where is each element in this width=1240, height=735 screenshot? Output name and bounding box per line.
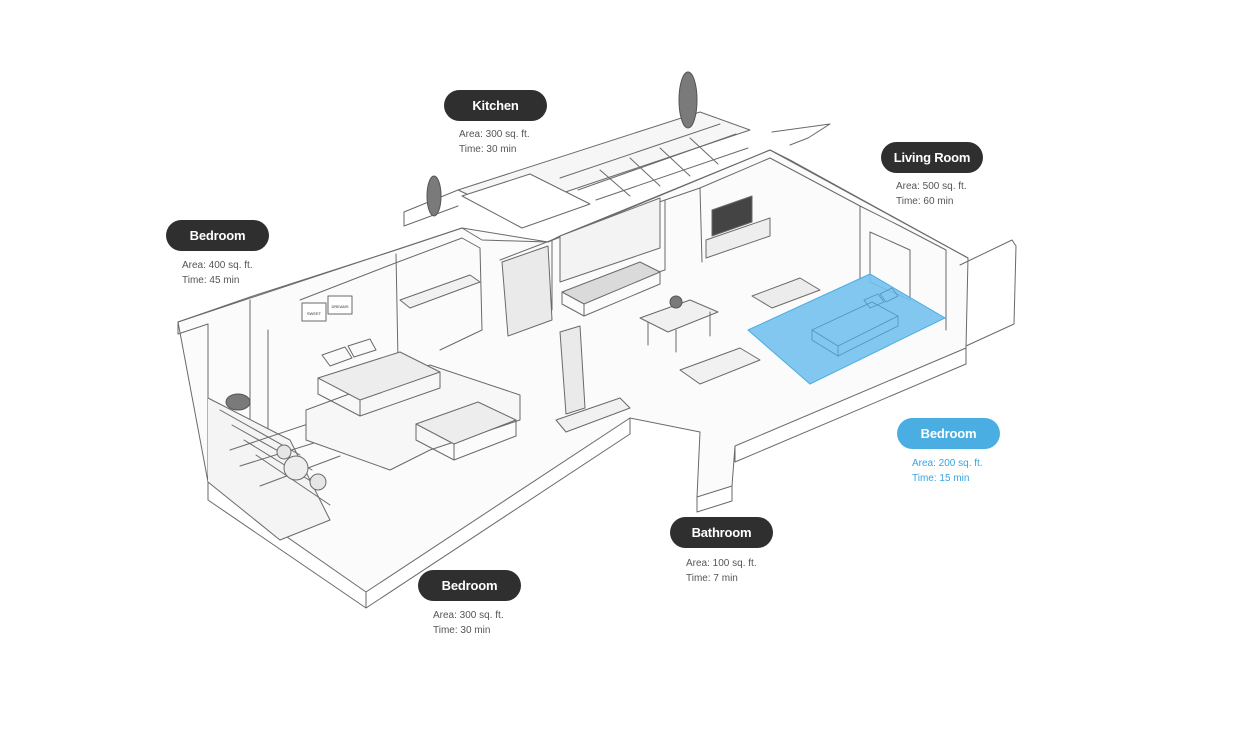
wall-right-room	[859, 205, 947, 331]
room-label-kitchen[interactable]: Kitchen	[444, 90, 547, 121]
room-meta-bathroom: Area: 100 sq. ft. Time: 7 min	[686, 556, 757, 586]
bathroom-fixtures	[679, 347, 761, 385]
room-label-bedroom-selected[interactable]: Bedroom	[897, 418, 1000, 449]
tv-unit	[705, 217, 771, 259]
room-area: Area: 300 sq. ft.	[459, 129, 530, 140]
room-time: Time: 30 min	[433, 625, 491, 636]
room-time: Time: 30 min	[459, 144, 517, 155]
wall-divider-1	[397, 237, 483, 351]
room-meta-living-room: Area: 500 sq. ft. Time: 60 min	[896, 179, 967, 209]
room-time: Time: 60 min	[896, 196, 954, 207]
wall-sign-dreams: DREAMS	[331, 304, 348, 309]
wall-living-back	[699, 157, 861, 281]
skylight	[461, 173, 591, 229]
plant-rooftop	[225, 71, 698, 411]
room-label-living-room[interactable]: Living Room	[881, 142, 983, 173]
wall-sign-sweet: SWEET	[307, 311, 322, 316]
room-meta-bedroom-left: Area: 400 sq. ft. Time: 45 min	[182, 258, 253, 288]
room-area: Area: 400 sq. ft.	[182, 260, 253, 271]
room-name: Living Room	[893, 150, 971, 165]
room-time: Time: 15 min	[912, 473, 970, 484]
stone-wall-2	[559, 325, 586, 415]
room-area: Area: 100 sq. ft.	[686, 558, 757, 569]
room-meta-bedroom-selected: Area: 200 sq. ft. Time: 15 min	[912, 456, 983, 486]
room-name: Bedroom	[920, 426, 977, 441]
room-time: Time: 45 min	[182, 275, 240, 286]
room-label-bathroom[interactable]: Bathroom	[670, 517, 773, 548]
room-meta-bedroom-bottom: Area: 300 sq. ft. Time: 30 min	[433, 608, 504, 638]
room-meta-kitchen: Area: 300 sq. ft. Time: 30 min	[459, 127, 530, 157]
stone-wall-1	[501, 245, 553, 337]
right-wall	[959, 239, 1017, 347]
slab-edge	[207, 347, 967, 609]
room-area: Area: 300 sq. ft.	[433, 610, 504, 621]
room-name: Bedroom	[189, 228, 246, 243]
left-terrace	[207, 397, 331, 541]
patio-table	[283, 455, 309, 481]
sofa	[751, 277, 821, 309]
highlight-selected-bedroom	[747, 273, 947, 385]
room-label-bedroom-bottom[interactable]: Bedroom	[418, 570, 521, 601]
room-area: Area: 200 sq. ft.	[912, 458, 983, 469]
room-area: Area: 500 sq. ft.	[896, 181, 967, 192]
room-label-bedroom-left[interactable]: Bedroom	[166, 220, 269, 251]
tv	[711, 195, 753, 237]
room-time: Time: 7 min	[686, 573, 738, 584]
room-name: Bedroom	[441, 578, 498, 593]
room-name: Bathroom	[691, 525, 752, 540]
room-name: Kitchen	[472, 98, 519, 113]
